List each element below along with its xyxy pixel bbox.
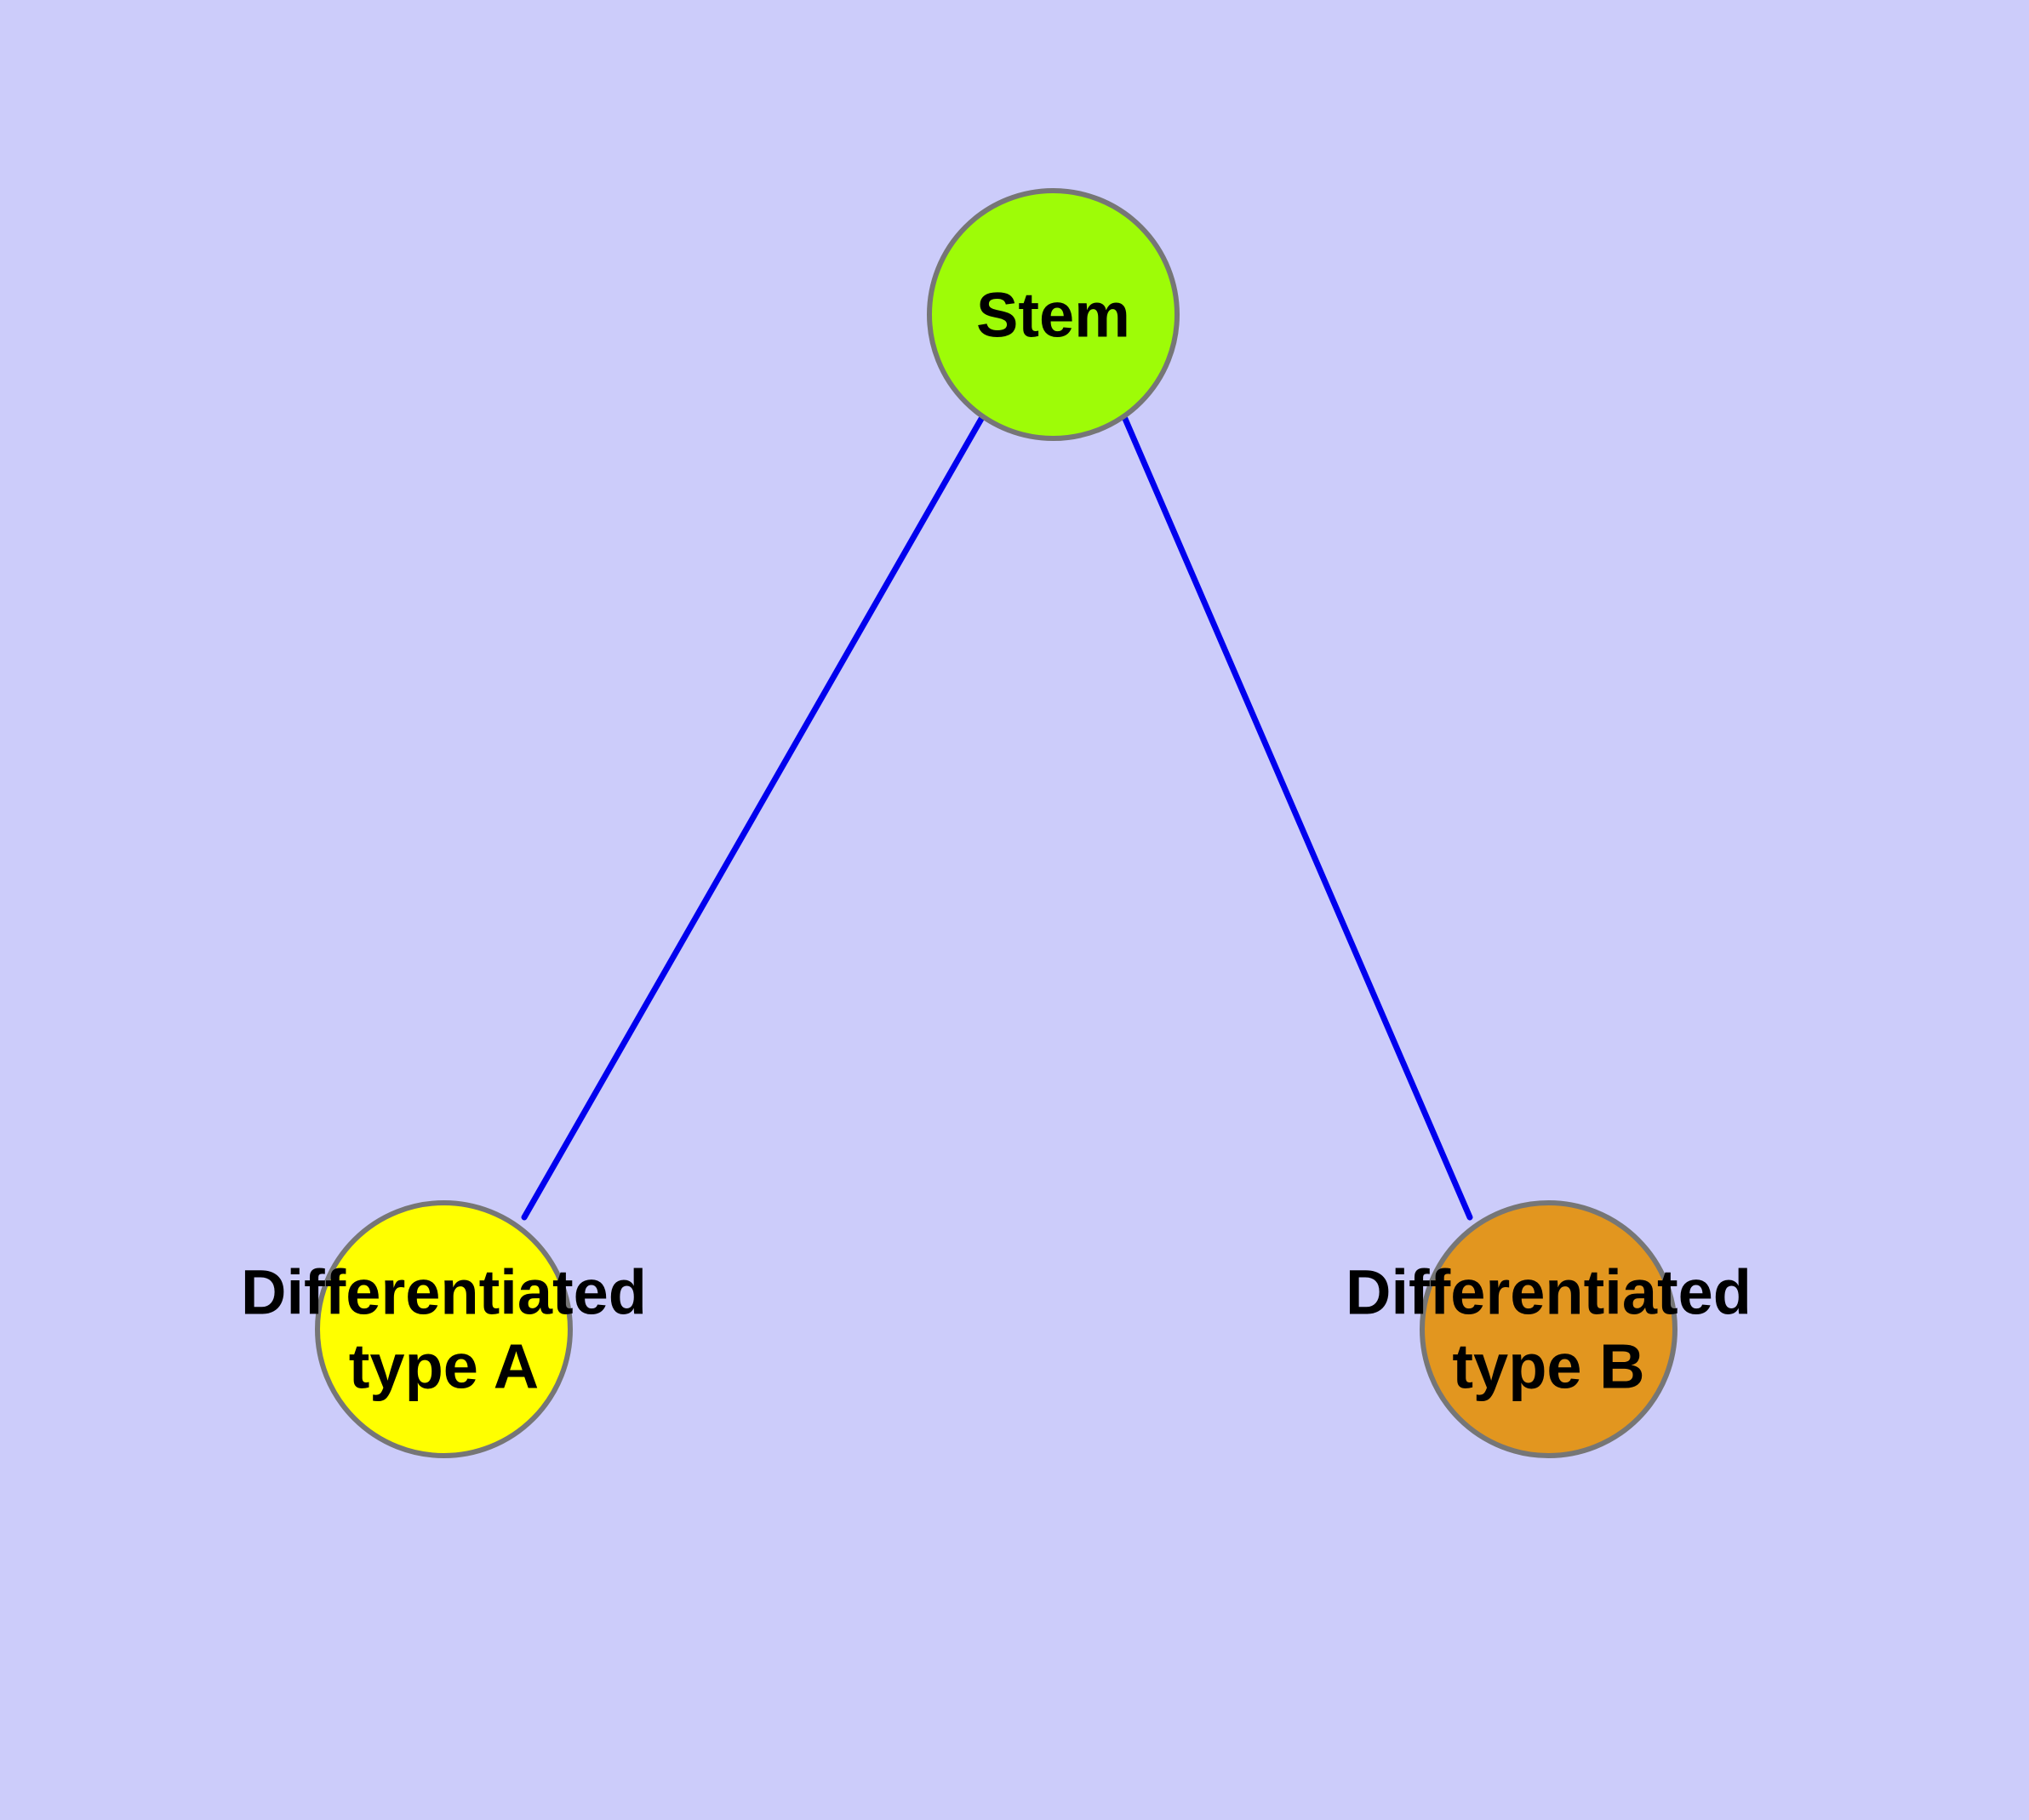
node-differentiated-type-a-label: Differentiated type A	[241, 1256, 647, 1402]
edge-stem-to-type-a	[521, 415, 985, 1221]
edge-stem-to-type-b	[1122, 415, 1473, 1221]
node-stem[interactable]: Stem	[927, 188, 1180, 441]
node-stem-label: Stem	[976, 278, 1130, 350]
node-differentiated-type-b-label: Differentiated type B	[1346, 1256, 1752, 1402]
node-differentiated-type-b[interactable]: Differentiated type B	[1346, 1200, 1752, 1458]
node-differentiated-type-a[interactable]: Differentiated type A	[241, 1200, 647, 1458]
